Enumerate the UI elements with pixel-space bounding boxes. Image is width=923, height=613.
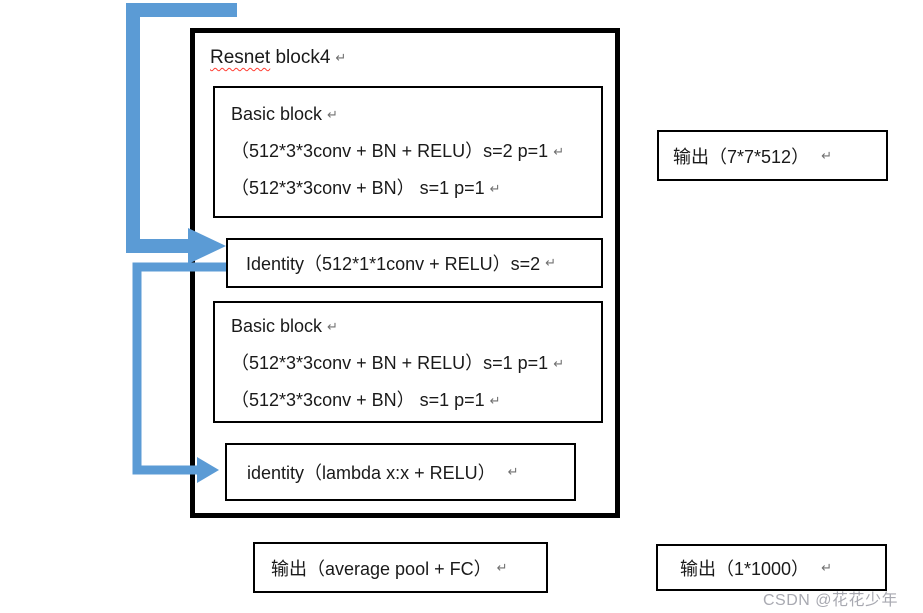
basic-block-1-box: Basic block↵ （512*3*3conv + BN + RELU）s=… xyxy=(213,86,603,218)
return-mark: ↵ xyxy=(821,147,832,163)
return-mark: ↵ xyxy=(327,107,338,122)
return-mark: ↵ xyxy=(489,393,501,408)
return-mark: ↵ xyxy=(335,50,347,65)
watermark: CSDN @花花少年 xyxy=(763,592,899,609)
basic-block-2-conv-line-2: （512*3*3conv + BN） s=1 p=1↵ xyxy=(231,390,501,410)
output-1x1000-box: 输出（1*1000）↵ xyxy=(656,544,887,591)
basic-block-2-box: Basic block↵ （512*3*3conv + BN + RELU）s=… xyxy=(213,301,603,423)
return-mark: ↵ xyxy=(553,356,565,371)
basic-block-2-title-line: Basic block↵ xyxy=(231,316,338,336)
return-mark: ↵ xyxy=(489,181,501,196)
return-mark: ↵ xyxy=(507,464,519,479)
return-mark: ↵ xyxy=(496,559,508,575)
spellchecked-word: Resnet xyxy=(210,47,271,68)
basic-block-1-title-line: Basic block↵ xyxy=(231,104,338,124)
basic-block-1-conv-line-1: （512*3*3conv + BN + RELU）s=2 p=1↵ xyxy=(231,141,565,161)
identity-conv-box: Identity（512*1*1conv + RELU）s=2↵ xyxy=(226,238,603,288)
return-mark: ↵ xyxy=(553,144,565,159)
title-rest: block4 xyxy=(270,47,331,68)
return-mark: ↵ xyxy=(821,559,832,575)
output-7x7x512-box: 输出（7*7*512）↵ xyxy=(657,130,888,181)
identity-lambda-box: identity（lambda x:x + RELU）↵ xyxy=(225,443,576,501)
basic-block-1-conv-line-2: （512*3*3conv + BN） s=1 p=1↵ xyxy=(231,178,501,198)
return-mark: ↵ xyxy=(545,255,557,270)
return-mark: ↵ xyxy=(327,319,338,334)
resnet-block4-title: Resnet block4 ↵ xyxy=(210,47,346,69)
output-avgpool-fc-box: 输出（average pool + FC）↵ xyxy=(253,542,548,593)
basic-block-2-conv-line-1: （512*3*3conv + BN + RELU）s=1 p=1↵ xyxy=(231,353,565,373)
